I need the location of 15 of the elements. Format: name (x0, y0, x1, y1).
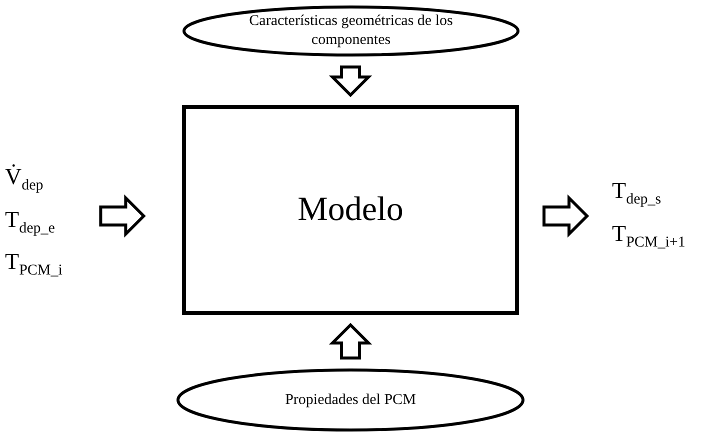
variable-label: T$_{PCM_i}$ (5, 250, 62, 279)
ellipse-node (182, 5, 520, 57)
node-title: Modelo (298, 191, 404, 229)
block-arrow (328, 322, 372, 360)
variable-label: T$_{dep_e}$ (5, 208, 55, 236)
block-arrow (328, 66, 372, 98)
node-label: Propiedades del PCM (285, 390, 416, 410)
process-box (182, 105, 519, 315)
variable-label: T$_{dep_s}$ (612, 179, 662, 208)
variable-label: T$_{PCM_i+1}$ (612, 222, 686, 251)
block-arrow (99, 194, 146, 238)
variable-label: V̇$_{dep}$ (5, 165, 44, 194)
block-arrow (542, 194, 590, 238)
node-label: Características geométricas de los componentes (248, 12, 454, 50)
ellipse-node (176, 368, 525, 432)
